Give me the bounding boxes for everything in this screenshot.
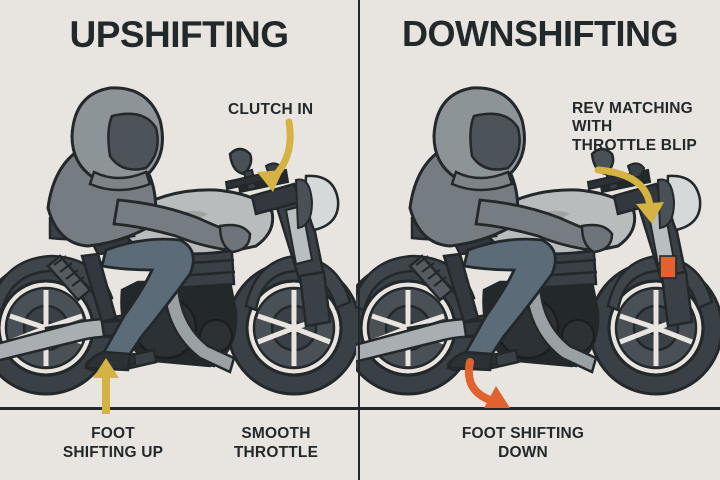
- callout-rev-matching-line-2: WITH: [572, 118, 613, 136]
- panel-downshifting: DOWNSHIFTING: [360, 0, 720, 480]
- motorcycle-svg: [0, 86, 366, 410]
- label-foot-shifting-up: FOOT SHIFTING UP: [20, 424, 206, 463]
- callout-clutch-in-line-1: CLUTCH IN: [228, 101, 314, 118]
- label-foot-shifting-down-line-1: FOOT SHIFTING: [461, 425, 585, 442]
- panel-divider: [358, 0, 360, 480]
- label-smooth-throttle: SMOOTH THROTTLE: [196, 424, 356, 463]
- label-foot-shifting-up-line-2: SHIFTING UP: [62, 444, 164, 462]
- callout-clutch-in: CLUTCH IN: [228, 101, 313, 119]
- label-foot-shifting-up-line-1: FOOT: [91, 425, 135, 442]
- label-foot-shifting-down-line-2: DOWN: [498, 444, 548, 462]
- ground-line-left: [0, 407, 358, 410]
- label-smooth-throttle-line-1: SMOOTH: [241, 425, 311, 442]
- motorcycle-illustration-left: [0, 60, 366, 410]
- panel-upshifting: UPSHIFTING CLUTCH IN: [0, 0, 358, 480]
- callout-rev-matching-line-1: REV MATCHING: [572, 100, 693, 117]
- motorcycle-illustration-right: [356, 60, 720, 410]
- label-foot-shifting-down: FOOT SHIFTING DOWN: [378, 424, 668, 463]
- page-title-downshifting: DOWNSHIFTING: [402, 13, 678, 54]
- ground-line-right: [360, 407, 720, 410]
- motorcycle-svg: [356, 86, 720, 410]
- label-smooth-throttle-line-2: THROTTLE: [233, 444, 319, 462]
- page-title-upshifting: UPSHIFTING: [69, 14, 289, 55]
